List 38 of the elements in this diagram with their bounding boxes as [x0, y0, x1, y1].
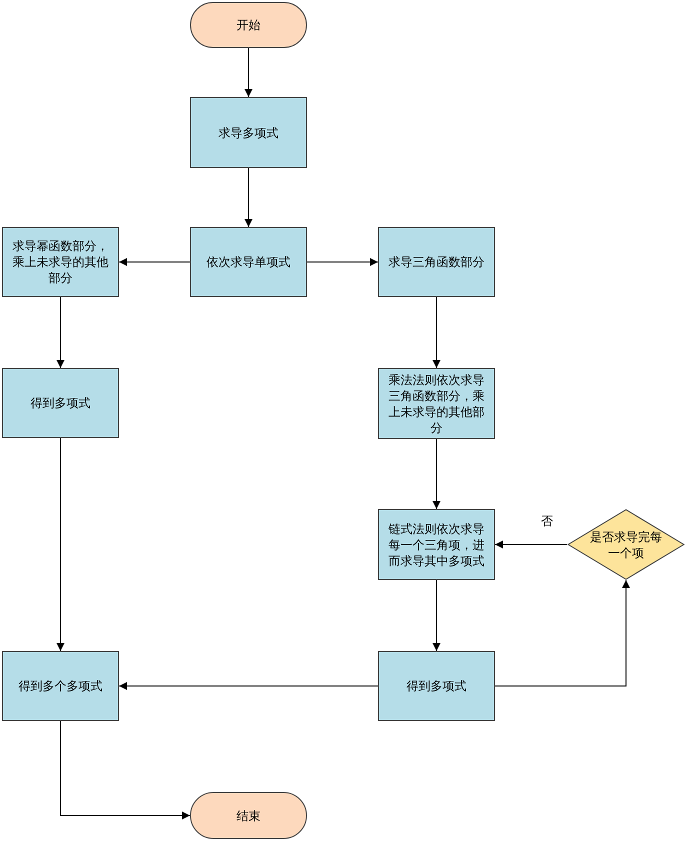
node-text: 依次求导单项式 [206, 254, 290, 270]
arrow [244, 168, 252, 228]
decision-diamond [567, 509, 685, 580]
edge-label: 否 [541, 512, 553, 530]
process-box [378, 651, 495, 721]
node-text: 乘法法则依次求导三角函数部分，乘上未求导的其他部分 [388, 372, 486, 436]
node-text: 结束 [236, 808, 260, 824]
node-text: 求导多项式 [218, 124, 278, 140]
arrow [56, 296, 64, 368]
node-text: 求导三角函数部分 [388, 254, 484, 270]
node-text: 得到多项式 [30, 395, 90, 411]
arrow [118, 682, 378, 690]
node-text: 得到多项式 [406, 678, 466, 694]
process-box [2, 368, 119, 438]
node-text: 是否求导完每一个项 [589, 528, 663, 560]
arrow [118, 258, 190, 266]
process-box [190, 97, 307, 168]
arrow [306, 258, 378, 266]
process-box [378, 368, 495, 439]
arrow [432, 296, 440, 368]
process-box [190, 227, 307, 297]
arrow [60, 720, 190, 820]
node-text: 链式法则依次求导每一个三角项，进而求导其中多项式 [388, 520, 486, 568]
arrow [494, 580, 630, 686]
arrow [244, 48, 252, 98]
node-text: 求导幂函数部分，乘上未求导的其他部分 [12, 238, 110, 286]
terminal-box [190, 2, 307, 48]
process-box [378, 509, 495, 580]
arrow [432, 438, 440, 510]
process-box [2, 651, 119, 721]
process-box [2, 227, 119, 297]
process-box [378, 227, 495, 297]
arrow [432, 580, 440, 652]
arrow [56, 438, 64, 652]
node-text: 开始 [236, 17, 260, 33]
terminal-box [190, 792, 307, 839]
node-text: 得到多个多项式 [18, 678, 102, 694]
arrow [494, 540, 568, 548]
